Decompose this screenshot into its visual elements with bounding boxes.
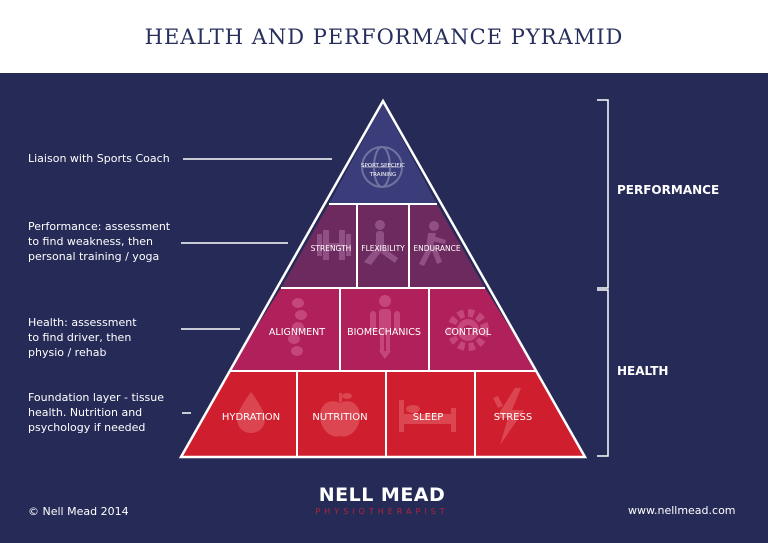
cell-strength	[281, 204, 357, 288]
label-hydration: HYDRATION	[222, 412, 280, 423]
cell-flexibility	[357, 204, 409, 288]
label-nutrition: NUTRITION	[312, 412, 367, 423]
title-band: HEALTH AND PERFORMANCE PYRAMID	[0, 0, 768, 73]
water-drop-icon	[237, 392, 265, 433]
note-health: Health: assessment to find driver, then …	[28, 316, 137, 359]
page-title: HEALTH AND PERFORMANCE PYRAMID	[144, 24, 624, 49]
website-link[interactable]: www.nellmead.com	[628, 504, 736, 517]
note-foundation: Foundation layer - tissue health. Nutrit…	[28, 391, 165, 434]
cell-hydration	[183, 371, 297, 456]
apex-label-line1: SPORT SPECIFIC	[361, 163, 405, 169]
bed-icon	[399, 400, 456, 432]
gear-icon	[447, 309, 489, 351]
group-label-health: HEALTH	[617, 364, 669, 378]
cell-sleep	[386, 371, 475, 456]
spine-icon	[288, 298, 307, 356]
group-label-performance: PERFORMANCE	[617, 183, 720, 197]
label-stress: STRESS	[494, 412, 532, 423]
running-person-icon	[419, 221, 446, 266]
label-control: CONTROL	[445, 327, 492, 338]
pyramid-outline	[178, 98, 588, 459]
cell-control	[429, 288, 537, 371]
brand-logo: NELL MEAD PHYSIOTHERAPIST	[294, 484, 470, 516]
bracket-health	[597, 289, 609, 457]
apple-icon	[320, 393, 360, 437]
cell-biomechanics	[340, 288, 429, 371]
cell-endurance	[409, 204, 485, 288]
dumbbell-icon	[317, 230, 351, 260]
copyright: © Nell Mead 2014	[28, 505, 129, 518]
label-biomechanics: BIOMECHANICS	[347, 327, 421, 338]
tier-performance	[281, 204, 485, 288]
cell-alignment	[229, 288, 340, 371]
bracket-performance	[597, 99, 609, 289]
body-figure-icon	[370, 295, 400, 359]
label-endurance: ENDURANCE	[413, 244, 460, 253]
globe-icon	[361, 146, 403, 188]
tier-foundation	[183, 371, 583, 456]
brand-name: NELL MEAD	[318, 484, 446, 506]
label-alignment: ALIGNMENT	[269, 327, 325, 338]
label-strength: STRENGTH	[311, 244, 352, 253]
label-sleep: SLEEP	[413, 412, 444, 423]
lightning-bolt-icon	[493, 388, 524, 445]
label-flexibility: FLEXIBILITY	[361, 244, 405, 253]
note-performance: Performance: assessment to find weakness…	[28, 220, 171, 263]
brand-subtitle: PHYSIOTHERAPIST	[315, 507, 449, 516]
note-apex: Liaison with Sports Coach	[28, 152, 170, 165]
cell-nutrition	[297, 371, 386, 456]
cell-sport-specific	[329, 103, 437, 204]
cell-stress	[475, 371, 583, 456]
tier-health	[229, 288, 537, 371]
stretching-person-icon	[364, 220, 398, 265]
apex-label-line2: TRAINING	[369, 172, 396, 178]
